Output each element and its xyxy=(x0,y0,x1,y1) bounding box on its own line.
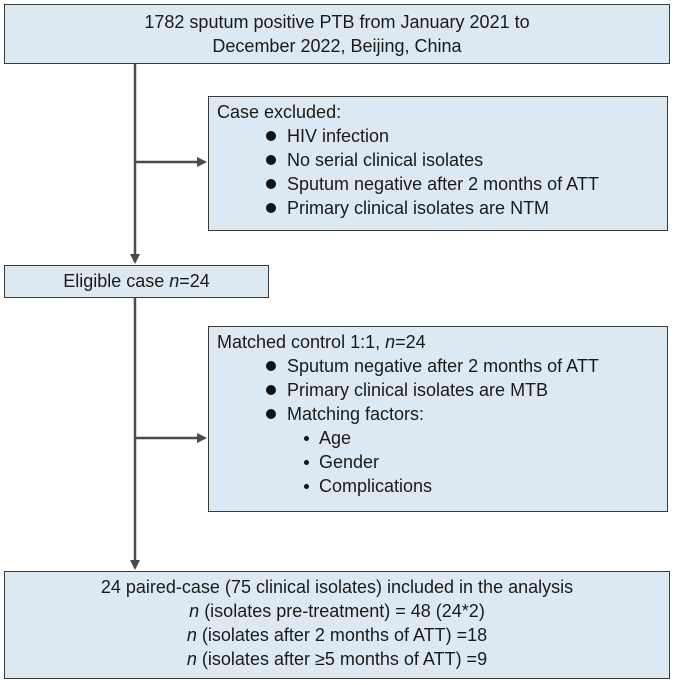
eligible-count: =24 xyxy=(179,271,210,291)
n-symbol: n xyxy=(385,332,396,352)
bullet-icon xyxy=(266,203,276,213)
bullet-icon xyxy=(266,409,276,419)
small-bullet-icon xyxy=(304,460,309,465)
excluded-box: Case excluded: HIV infection No serial c… xyxy=(208,96,668,231)
small-bullet-icon xyxy=(304,436,309,441)
control-item: Primary clinical isolates are MTB xyxy=(217,378,667,402)
eligible-prefix: Eligible case xyxy=(63,271,170,291)
analysis-line-2: n (isolates pre-treatment) = 48 (24*2) xyxy=(189,601,485,621)
bullet-icon xyxy=(266,385,276,395)
bullet-icon xyxy=(266,179,276,189)
n-symbol: n xyxy=(186,625,197,645)
analysis-line-3: n (isolates after 2 months of ATT) =18 xyxy=(186,625,488,645)
source-population-box: 1782 sputum positive PTB from January 20… xyxy=(4,4,670,64)
bullet-icon xyxy=(266,361,276,371)
source-line-1: 1782 sputum positive PTB from January 20… xyxy=(144,12,530,32)
matched-control-box: Matched control 1:1, n=24 Sputum negativ… xyxy=(208,326,668,512)
excluded-item: Sputum negative after 2 months of ATT xyxy=(217,172,667,196)
small-bullet-icon xyxy=(304,484,309,489)
analysis-line-1: 24 paired-case (75 clinical isolates) in… xyxy=(100,577,574,597)
excluded-item: No serial clinical isolates xyxy=(217,148,667,172)
matching-factor: Complications xyxy=(217,474,667,498)
n-symbol: n xyxy=(169,271,180,291)
n-symbol: n xyxy=(186,649,197,669)
excluded-item: HIV infection xyxy=(217,124,667,148)
eligible-box: Eligible case n=24 xyxy=(4,265,269,298)
analysis-box: 24 paired-case (75 clinical isolates) in… xyxy=(4,571,670,679)
excluded-title: Case excluded: xyxy=(217,102,342,122)
bullet-icon xyxy=(266,131,276,141)
matching-factor: Gender xyxy=(217,450,667,474)
excluded-item: Primary clinical isolates are NTM xyxy=(217,196,667,220)
bullet-icon xyxy=(266,155,276,165)
n-symbol: n xyxy=(189,601,200,621)
source-line-2: December 2022, Beijing, China xyxy=(212,36,462,56)
analysis-line-4: n (isolates after ≥5 months of ATT) =9 xyxy=(186,649,488,669)
control-item: Sputum negative after 2 months of ATT xyxy=(217,354,667,378)
control-item: Matching factors: xyxy=(217,402,667,426)
matching-factor: Age xyxy=(217,426,667,450)
control-title: Matched control 1:1, n=24 xyxy=(217,332,426,352)
